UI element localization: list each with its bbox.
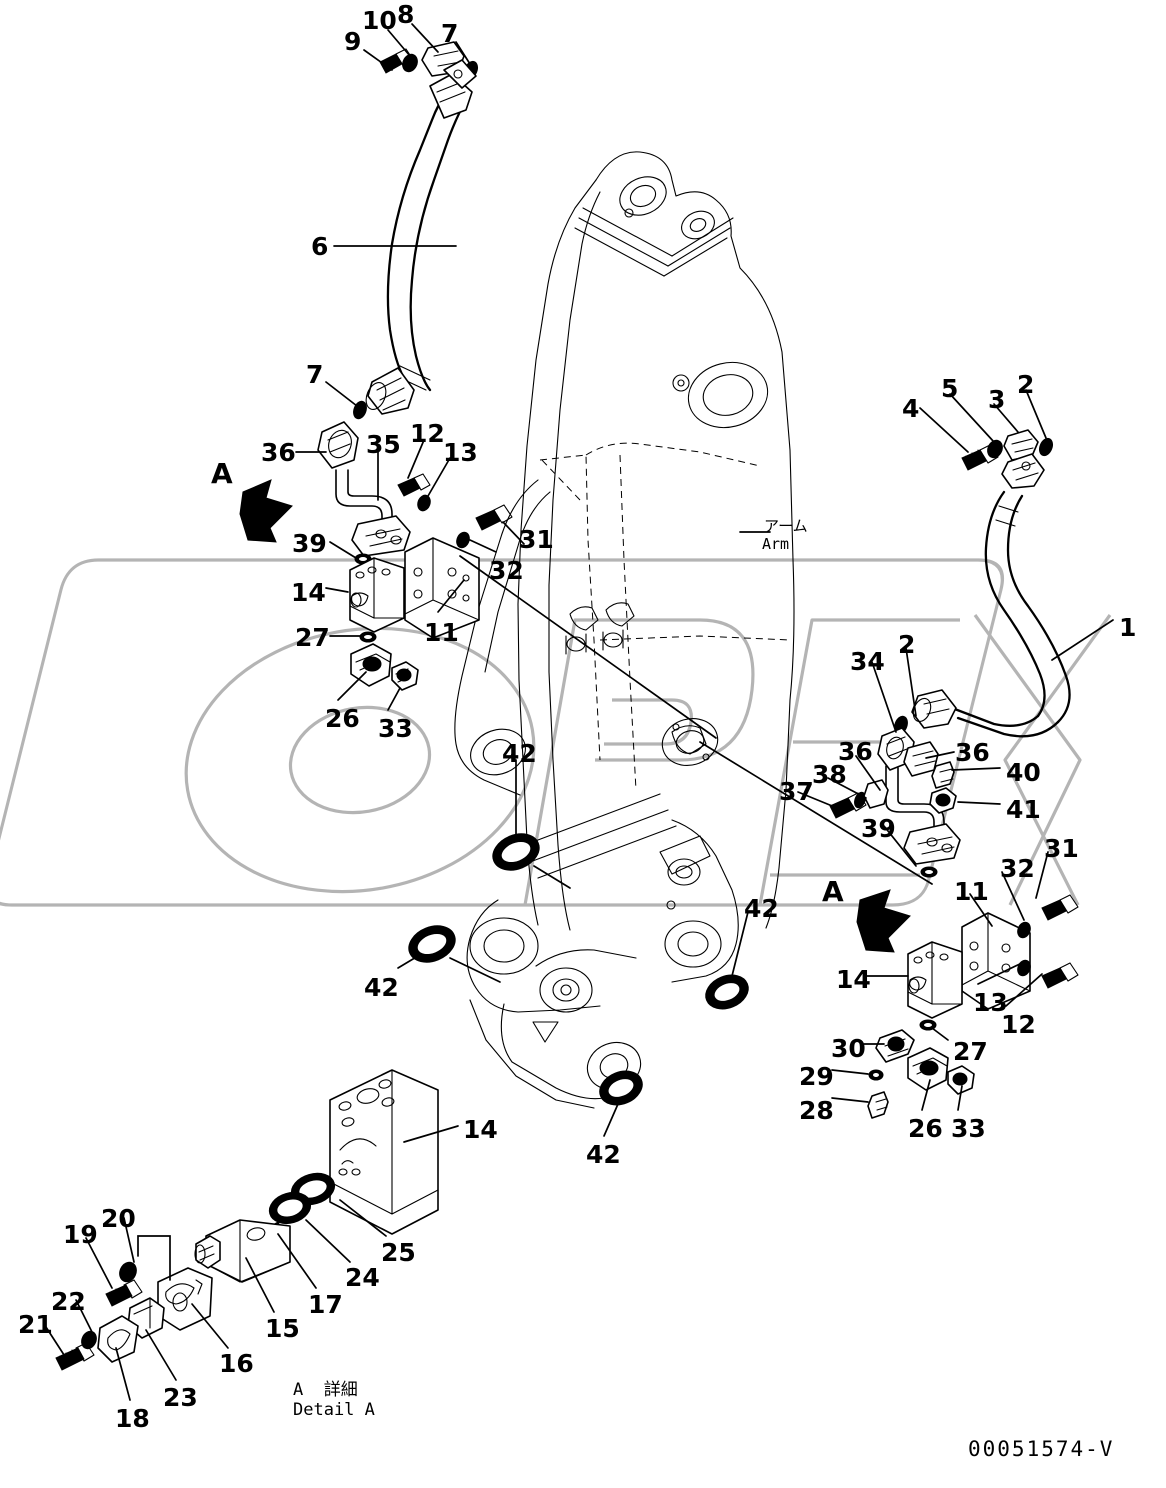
- section-marker-a-left: A: [211, 457, 233, 490]
- hose-6-assembly: [353, 41, 479, 420]
- callout-15: 15: [265, 1314, 300, 1343]
- callout-7-top: 7: [441, 19, 459, 48]
- callout-42-d: 42: [586, 1140, 621, 1169]
- callout-26-left: 26: [325, 704, 360, 733]
- callout-16: 16: [219, 1349, 254, 1378]
- section-arrow-markers: [239, 479, 911, 953]
- callout-31-left: 31: [519, 525, 554, 554]
- callout-32-left: 32: [489, 556, 524, 585]
- callout-22: 22: [51, 1287, 86, 1316]
- callout-10: 10: [362, 6, 397, 35]
- callout-30: 30: [831, 1034, 866, 1063]
- arm-label-en: Arm: [762, 535, 790, 553]
- drawing-number: 00051574-V: [968, 1437, 1115, 1461]
- section-arrow-right: [856, 889, 911, 953]
- callout-14-left: 14: [291, 578, 326, 607]
- callout-3: 3: [988, 385, 1006, 414]
- watermark-opex: [0, 558, 1112, 907]
- hose-1-assembly: [894, 429, 1071, 738]
- callout-28: 28: [799, 1096, 834, 1125]
- callout-25: 25: [381, 1238, 416, 1267]
- callout-36-left: 36: [261, 438, 296, 467]
- callout-13-right: 13: [973, 988, 1008, 1017]
- callout-20: 20: [101, 1204, 136, 1233]
- callout-11-right: 11: [954, 877, 989, 906]
- section-arrow-left: [239, 479, 293, 543]
- o-rings-42: [408, 833, 749, 1106]
- callout-41: 41: [1006, 795, 1041, 824]
- callout-33-right: 33: [951, 1114, 986, 1143]
- callout-35: 35: [366, 430, 401, 459]
- detail-a-caption-jp: A 詳細: [293, 1380, 358, 1400]
- callout-42-c: 42: [744, 894, 779, 923]
- callout-42-a: 42: [502, 739, 537, 768]
- callout-7-lower: 7: [306, 360, 324, 389]
- callout-19: 19: [63, 1220, 98, 1249]
- right-tube-34-group: [829, 727, 961, 878]
- callout-5: 5: [941, 374, 959, 403]
- callout-27-left: 27: [295, 623, 330, 652]
- callout-13-left: 13: [443, 438, 478, 467]
- callout-12-right: 12: [1001, 1010, 1036, 1039]
- callout-37: 37: [779, 777, 814, 806]
- callout-26-right: 26: [908, 1114, 943, 1143]
- callout-36-right: 36: [955, 738, 990, 767]
- callout-1: 1: [1119, 613, 1137, 642]
- callout-2-top: 2: [1017, 370, 1035, 399]
- callout-12-left: 12: [410, 419, 445, 448]
- detail-a-assembly: [55, 1069, 439, 1371]
- callout-4: 4: [902, 394, 920, 423]
- detail-a-caption-en: Detail A: [293, 1400, 375, 1420]
- callout-32-right: 32: [1000, 854, 1035, 883]
- callout-31-right: 31: [1044, 834, 1079, 863]
- arm-assembly: [454, 151, 795, 1109]
- callout-23: 23: [163, 1383, 198, 1412]
- arm-label-jp: アーム: [764, 517, 808, 535]
- callout-18: 18: [115, 1404, 150, 1433]
- callout-8: 8: [397, 0, 415, 29]
- callout-36-mid: 36: [838, 737, 873, 766]
- callout-11-left: 11: [424, 618, 459, 647]
- leader-lines: [43, 23, 1114, 1401]
- callout-40: 40: [1006, 758, 1041, 787]
- callout-14-right: 14: [836, 965, 871, 994]
- callout-2-mid: 2: [898, 630, 916, 659]
- callout-33-left: 33: [378, 714, 413, 743]
- section-marker-a-right: A: [822, 875, 844, 908]
- callout-21: 21: [18, 1310, 53, 1339]
- callout-17: 17: [308, 1290, 343, 1319]
- callout-29: 29: [799, 1062, 834, 1091]
- callout-27-right: 27: [953, 1037, 988, 1066]
- callout-42-b: 42: [364, 973, 399, 1002]
- callout-38: 38: [812, 760, 847, 789]
- callout-14-detail: 14: [463, 1115, 498, 1144]
- callout-24: 24: [345, 1263, 380, 1292]
- callout-39-right: 39: [861, 814, 896, 843]
- callout-6: 6: [311, 232, 329, 261]
- callout-9: 9: [344, 27, 362, 56]
- callout-39-left: 39: [292, 529, 327, 558]
- left-tube-35-group: [317, 421, 513, 691]
- callout-34: 34: [850, 647, 885, 676]
